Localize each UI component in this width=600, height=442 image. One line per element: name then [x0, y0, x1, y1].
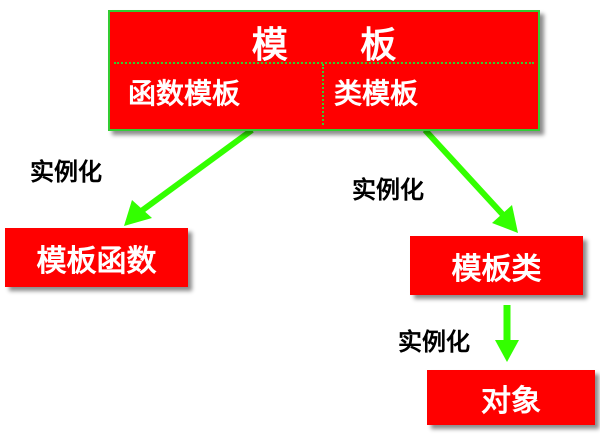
- instantiate-label-right: 实例化: [352, 176, 424, 204]
- template-function-box: 模板函数: [5, 228, 188, 287]
- instantiate-label-left: 实例化: [30, 158, 102, 186]
- class-template-label: 类模板: [334, 77, 419, 110]
- vertical-divider: [322, 64, 324, 125]
- horizontal-divider: [114, 62, 534, 64]
- instantiate-label-bottom: 实例化: [398, 328, 470, 356]
- arrow-left: [124, 127, 254, 226]
- object-box: 对象: [427, 370, 595, 425]
- arrow-down: [495, 305, 519, 362]
- function-template-label: 函数模板: [128, 77, 241, 110]
- template-box: 模 板 函数模板 类模板: [108, 10, 540, 131]
- arrow-right: [422, 127, 518, 233]
- template-class-box: 模板类: [410, 236, 583, 295]
- template-title: 模 板: [251, 25, 427, 66]
